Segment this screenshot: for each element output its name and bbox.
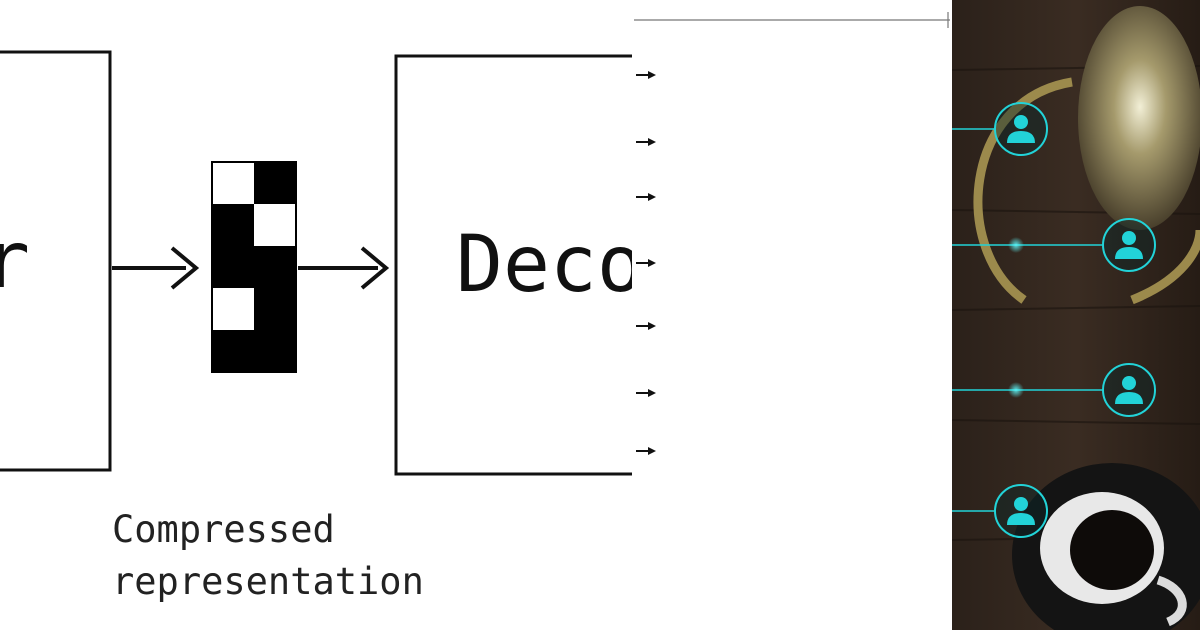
user-icon — [1102, 218, 1156, 272]
encoder-box — [0, 50, 112, 472]
code-cell — [212, 162, 254, 204]
code-cell — [254, 288, 296, 330]
code-cell — [212, 204, 254, 246]
compressed-code-grid — [211, 161, 297, 373]
lamp-arc — [973, 77, 1073, 304]
desk-photo — [952, 0, 1200, 630]
decoder-label: Deco — [456, 220, 632, 310]
user-icon — [1102, 363, 1156, 417]
small-arrow-head — [648, 193, 656, 201]
caption-line-1: Compressed — [112, 508, 335, 551]
code-cell — [254, 162, 296, 204]
encoder-label: er — [0, 216, 30, 306]
decoder-box — [394, 54, 632, 476]
small-arrow-head — [648, 447, 656, 455]
compressed-representation-caption: Compressed representation — [112, 504, 424, 608]
small-arrow-head — [648, 389, 656, 397]
glow-dot — [1008, 382, 1024, 398]
code-cell — [254, 330, 296, 372]
code-cell — [212, 288, 254, 330]
arrow-head-encoder-to-code — [170, 246, 200, 290]
arrows-panel — [632, 0, 952, 630]
coffee — [1070, 510, 1154, 590]
user-node-group — [952, 102, 1156, 538]
small-arrow-head — [648, 322, 656, 330]
lamp-head — [1078, 6, 1200, 230]
user-icon — [994, 102, 1048, 156]
arrows-figure — [634, 12, 950, 455]
cup-handle — [1156, 575, 1187, 627]
photo-panel — [952, 0, 1200, 630]
code-cell — [254, 246, 296, 288]
arrow-head-code-to-decoder — [360, 246, 390, 290]
autoencoder-diagram — [0, 50, 632, 476]
code-grid-border — [211, 161, 297, 373]
autoencoder-panel: er Deco Compressed representation — [0, 50, 632, 608]
small-arrow-head — [648, 259, 656, 267]
lamp-arc-right — [1130, 229, 1200, 305]
small-arrow-head — [648, 71, 656, 79]
small-arrow-head — [648, 138, 656, 146]
caption-line-2: representation — [112, 560, 424, 603]
glow-dot — [1008, 237, 1024, 253]
code-cell — [212, 246, 254, 288]
code-cell — [212, 330, 254, 372]
arrow-group — [636, 71, 656, 455]
user-icon — [994, 484, 1048, 538]
code-cell — [254, 204, 296, 246]
